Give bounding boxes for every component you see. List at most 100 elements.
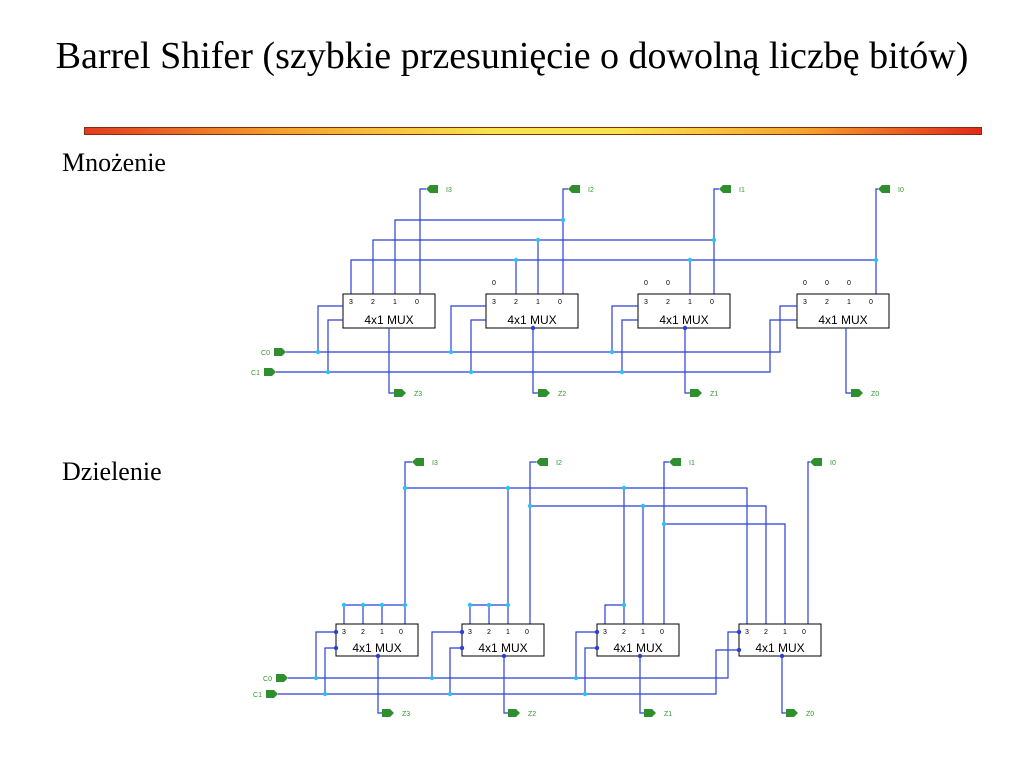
wire [584, 647, 597, 694]
mux-port-1: 1 [506, 629, 510, 636]
wire [845, 328, 851, 394]
junction-dot [448, 349, 454, 355]
junction-dot [682, 325, 688, 331]
constant-zero: 0 [492, 280, 496, 287]
output-z2-pin [508, 709, 520, 717]
junction-dot [779, 653, 785, 659]
mux-port-3: 3 [745, 629, 749, 636]
junction-dot [315, 349, 321, 355]
junction-dot [333, 645, 339, 651]
output-z0-pin [786, 709, 798, 717]
mux-port-0: 0 [802, 629, 806, 636]
wire [713, 188, 719, 294]
junction-dot [513, 257, 519, 263]
junction-dot [379, 602, 385, 608]
mux-port-3: 3 [349, 299, 353, 306]
mux-port-0: 0 [869, 299, 873, 306]
mux-port-1: 1 [380, 629, 384, 636]
wire [450, 305, 486, 352]
mux-box [796, 293, 890, 329]
mux-port-2: 2 [622, 629, 626, 636]
wire [621, 319, 638, 372]
wire [684, 328, 690, 394]
junction-dot [640, 503, 646, 509]
mux-port-1: 1 [688, 299, 692, 306]
section-label-mnozenie: Mnożenie [62, 148, 166, 177]
input-i2-label: I2 [588, 187, 594, 194]
mux-port-2: 2 [371, 299, 375, 306]
mux-box [335, 623, 419, 657]
output-z2-pin [538, 389, 550, 397]
output-z3-label: Z3 [402, 711, 410, 718]
output-z1-pin [690, 389, 702, 397]
junction-dot [325, 369, 331, 375]
output-z1-pin [644, 709, 656, 717]
wire [604, 604, 624, 624]
wire [324, 647, 336, 694]
constant-zero: 0 [803, 280, 807, 287]
mux-port-3: 3 [492, 299, 496, 306]
mux-port-1: 1 [847, 299, 851, 306]
junction-dot [573, 675, 579, 681]
control-c0-pin [274, 348, 286, 356]
wire [562, 188, 568, 294]
wire [431, 631, 462, 678]
input-i1-pin [669, 458, 681, 466]
mux-port-0: 0 [399, 629, 403, 636]
input-i3-pin [412, 458, 424, 466]
junction-dot [736, 647, 742, 653]
junction-dot [360, 602, 366, 608]
output-z2-label: Z2 [528, 711, 536, 718]
control-c1-pin [264, 368, 276, 376]
wire [875, 188, 878, 294]
junction-dot [637, 653, 643, 659]
junction-dot [609, 349, 615, 355]
wire [575, 631, 597, 678]
mux-port-0: 0 [415, 299, 419, 306]
junction-dot [560, 217, 566, 223]
control-c0-label: C0 [263, 676, 272, 683]
wire [470, 319, 486, 372]
mux-port-3: 3 [803, 299, 807, 306]
junction-dot [621, 602, 627, 608]
junction-dot [582, 691, 588, 697]
junction-dot [402, 485, 408, 491]
mux-label: 4x1 MUX [818, 313, 867, 327]
junction-dot [505, 602, 511, 608]
mux-box [637, 293, 731, 329]
mux-label: 4x1 MUX [659, 313, 708, 327]
junction-dot [594, 629, 600, 635]
junction-dot [375, 653, 381, 659]
input-i1-label: I1 [739, 187, 745, 194]
mux-port-3: 3 [603, 629, 607, 636]
wire [781, 656, 786, 714]
mux-label: 4x1 MUX [507, 313, 556, 327]
wire [288, 631, 739, 679]
wire [664, 523, 786, 624]
junction-dot [527, 503, 533, 509]
wire [377, 656, 382, 714]
junction-dot [594, 645, 600, 651]
mux-port-2: 2 [487, 629, 491, 636]
junction-dot [711, 237, 717, 243]
wire [419, 188, 426, 294]
wire [327, 319, 343, 372]
junction-dot [341, 602, 347, 608]
wire [315, 631, 336, 678]
wire [394, 219, 563, 294]
wire [278, 649, 739, 695]
junction-dot [429, 675, 435, 681]
mux-port-1: 1 [536, 299, 540, 306]
output-z1-label: Z1 [664, 711, 672, 718]
wire [372, 239, 714, 294]
junction-dot [333, 629, 339, 635]
mux-label: 4x1 MUX [364, 313, 413, 327]
mux-port-0: 0 [710, 299, 714, 306]
junction-dot [873, 257, 879, 263]
mux-port-3: 3 [342, 629, 346, 636]
input-i1-pin [719, 185, 731, 193]
junction-dot [530, 325, 536, 331]
